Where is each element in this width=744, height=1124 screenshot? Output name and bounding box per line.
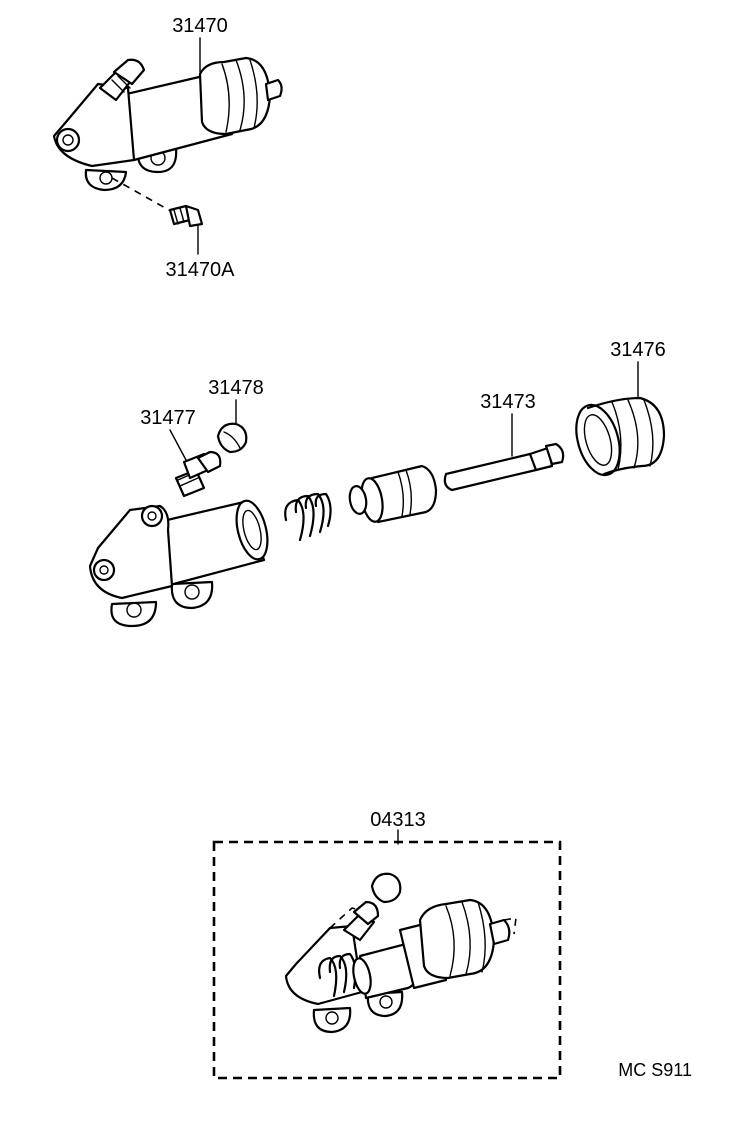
leader-31477 — [169, 429, 187, 461]
push-rod-illustration — [443, 442, 565, 492]
label-cap: 31478 — [208, 377, 264, 399]
cap-illustration — [216, 422, 248, 454]
spring-illustration — [284, 492, 332, 542]
piston-illustration — [348, 464, 438, 524]
repair-kit-frame — [212, 840, 562, 1080]
cylinder-assembly-illustration — [52, 56, 283, 228]
repair-kit-illustration — [284, 872, 517, 1034]
cylinder-body-illustration — [88, 499, 269, 628]
label-bleeder-plug: 31470A — [166, 259, 236, 281]
label-push-rod: 31473 — [480, 391, 536, 413]
label-repair-kit: 04313 — [370, 809, 426, 831]
boot-illustration — [575, 396, 666, 477]
diagram-code: MC S911 — [618, 1060, 692, 1080]
label-cylinder-assy: 31470 — [172, 15, 228, 37]
bleeder-screw-illustration — [174, 450, 222, 498]
label-boot: 31476 — [610, 339, 666, 361]
label-bleeder-screw: 31477 — [140, 407, 196, 429]
